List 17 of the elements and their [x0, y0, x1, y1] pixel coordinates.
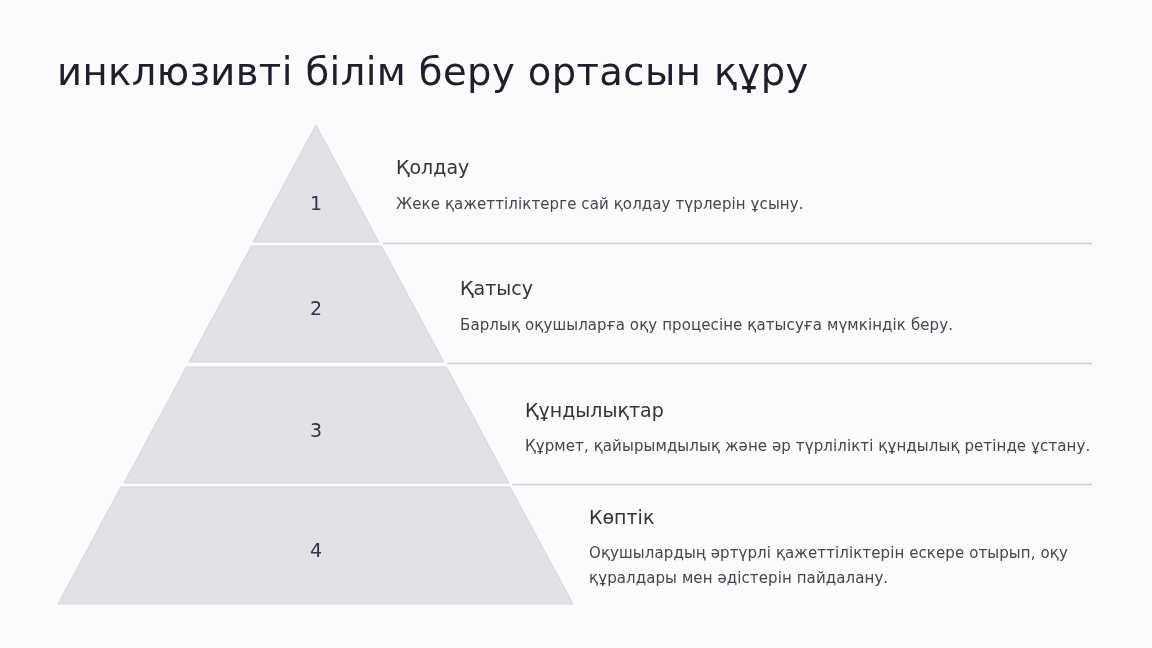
tier-number: 1	[309, 191, 323, 215]
tier-description: Барлық оқушыларға оқу процесіне қатысуға мүмкіндік беру.	[460, 315, 954, 336]
tier-description: Құрмет, қайырымдылық және әр түрлілікті құндылық ретінде ұстану.	[525, 436, 1091, 457]
tier-description: Оқушылардың әртүрлі қажеттіліктерін ескере отырып, оқу құралдары мен әдістерін пайдалану.	[589, 543, 1069, 589]
tier-heading: Құндылықтар	[525, 398, 664, 422]
title: инклюзивті білім беру ортасын құру	[57, 48, 809, 96]
pyramid-tier	[123, 367, 509, 483]
tier-heading: Қатысу	[460, 276, 533, 300]
pyramid-tier	[253, 125, 379, 242]
tier-heading: Қолдау	[396, 155, 470, 179]
tier-heading: Көптік	[589, 505, 655, 529]
pyramid-tier	[58, 487, 574, 604]
tier-number: 3	[309, 418, 323, 442]
pyramid-tier	[188, 246, 444, 362]
tier-number: 4	[309, 538, 323, 562]
tier-description: Жеке қажеттіліктерге сай қолдау түрлерін ұсыну.	[396, 194, 804, 215]
tier-number: 2	[309, 296, 323, 320]
